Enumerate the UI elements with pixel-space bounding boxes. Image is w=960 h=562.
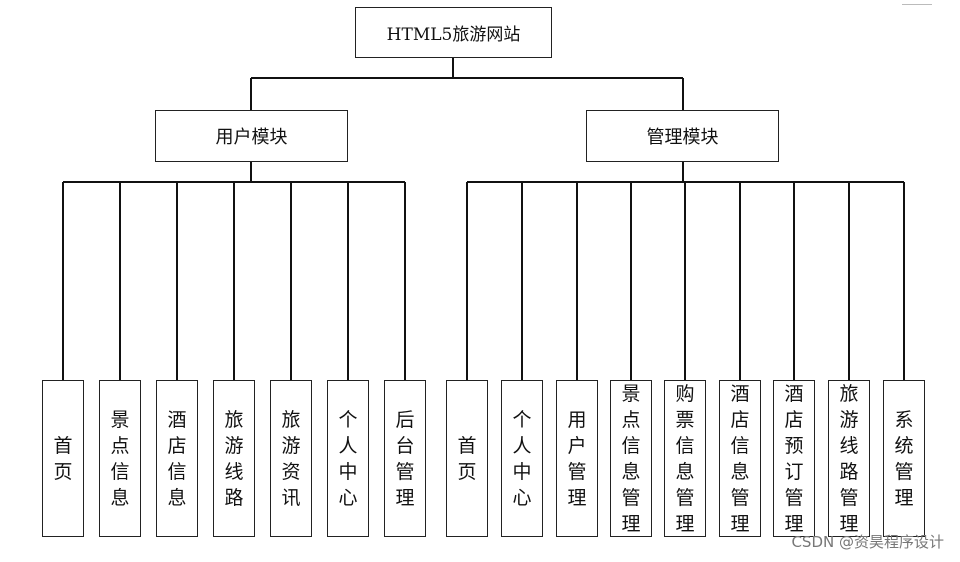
leaf-label: 景点信息管理 — [621, 382, 641, 535]
leaf-label: 旅游线路 — [224, 408, 244, 509]
leaf-node: 首页 — [42, 380, 84, 537]
leaf-node: 用户管理 — [556, 380, 598, 537]
leaf-node: 景点信息 — [99, 380, 141, 537]
leaf-label: 旅游资讯 — [281, 408, 301, 509]
leaf-label: 酒店预订管理 — [784, 382, 804, 535]
user-module-label: 用户模块 — [215, 127, 288, 148]
watermark: CSDN @资昊程序设计 — [791, 533, 944, 551]
leaf-node: 系统管理 — [883, 380, 925, 537]
leaf-node: 旅游线路管理 — [828, 380, 870, 537]
leaf-label: 后台管理 — [395, 408, 415, 509]
user-module-node: 用户模块 — [155, 110, 348, 162]
leaf-node: 酒店信息 — [156, 380, 198, 537]
leaf-label: 首页 — [457, 434, 477, 483]
leaf-label: 酒店信息 — [167, 408, 187, 509]
leaf-label: 景点信息 — [110, 408, 130, 509]
leaf-node: 酒店预订管理 — [773, 380, 815, 537]
admin-module-node: 管理模块 — [586, 110, 779, 162]
corner-mark — [902, 0, 932, 5]
leaf-label: 用户管理 — [567, 408, 587, 509]
leaf-node: 旅游资讯 — [270, 380, 312, 537]
leaf-node: 后台管理 — [384, 380, 426, 537]
leaf-node: 购票信息管理 — [664, 380, 706, 537]
leaf-node: 个人中心 — [327, 380, 369, 537]
leaf-node: 首页 — [446, 380, 488, 537]
admin-module-label: 管理模块 — [646, 127, 719, 148]
leaf-label: 个人中心 — [338, 408, 358, 509]
leaf-node: 景点信息管理 — [610, 380, 652, 537]
leaf-label: 个人中心 — [512, 408, 532, 509]
leaf-label: 首页 — [53, 434, 73, 483]
leaf-label: 旅游线路管理 — [839, 382, 859, 535]
leaf-label: 系统管理 — [894, 408, 914, 509]
leaf-label: 酒店信息管理 — [730, 382, 750, 535]
leaf-node: 旅游线路 — [213, 380, 255, 537]
leaf-node: 酒店信息管理 — [719, 380, 761, 537]
leaf-label: 购票信息管理 — [675, 382, 695, 535]
root-label: HTML5旅游网站 — [386, 25, 521, 45]
leaf-node: 个人中心 — [501, 380, 543, 537]
root-node: HTML5旅游网站 — [355, 7, 552, 58]
